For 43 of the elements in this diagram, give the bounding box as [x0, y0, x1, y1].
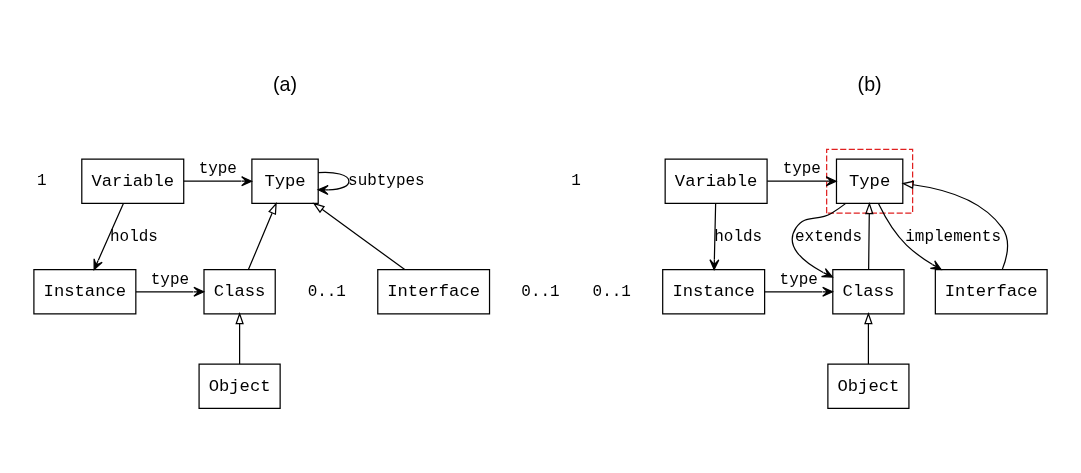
arrow	[764, 286, 834, 297]
edge-label: subtypes	[348, 172, 425, 191]
arrow	[247, 202, 277, 271]
arrow	[877, 203, 942, 271]
arrow	[901, 180, 1009, 271]
node-box: Object	[198, 363, 281, 410]
arrow	[135, 286, 205, 297]
edge-label: implements	[905, 227, 1002, 246]
label: 1	[37, 172, 47, 191]
arrow	[312, 202, 406, 271]
node-box: Interface	[934, 269, 1048, 315]
arrow	[864, 312, 873, 365]
arrow	[235, 312, 244, 365]
node-box: Class	[203, 269, 276, 315]
label: (a)	[273, 73, 298, 96]
node-box: Object	[827, 363, 910, 410]
arrow	[183, 176, 253, 187]
node-box: Variable	[81, 158, 185, 204]
node-box: Type	[251, 158, 319, 204]
edge-label: holds	[110, 227, 158, 246]
node-box: Interface	[377, 269, 491, 315]
node-box: Instance	[662, 269, 766, 315]
edge-label: type	[782, 160, 821, 179]
edge-label: holds	[714, 227, 763, 246]
edge-label: extends	[794, 227, 862, 246]
edge-label: type	[198, 160, 237, 179]
arrow	[93, 203, 124, 271]
node-box: Type	[835, 158, 904, 204]
node-box: Class	[832, 269, 905, 315]
label: 0..1	[592, 282, 631, 301]
arrow	[709, 203, 720, 271]
label: 1	[571, 172, 581, 191]
label: 0..1	[307, 282, 346, 301]
label: 0..1	[521, 282, 560, 301]
edge-label: type	[779, 270, 818, 289]
label: (b)	[857, 73, 882, 96]
arrow	[791, 202, 847, 278]
node-box: Variable	[664, 158, 768, 204]
arrow	[317, 171, 350, 195]
arrow	[864, 201, 874, 271]
arrow	[766, 176, 837, 187]
edge-label: type	[150, 270, 190, 289]
node-box: Instance	[33, 269, 137, 315]
